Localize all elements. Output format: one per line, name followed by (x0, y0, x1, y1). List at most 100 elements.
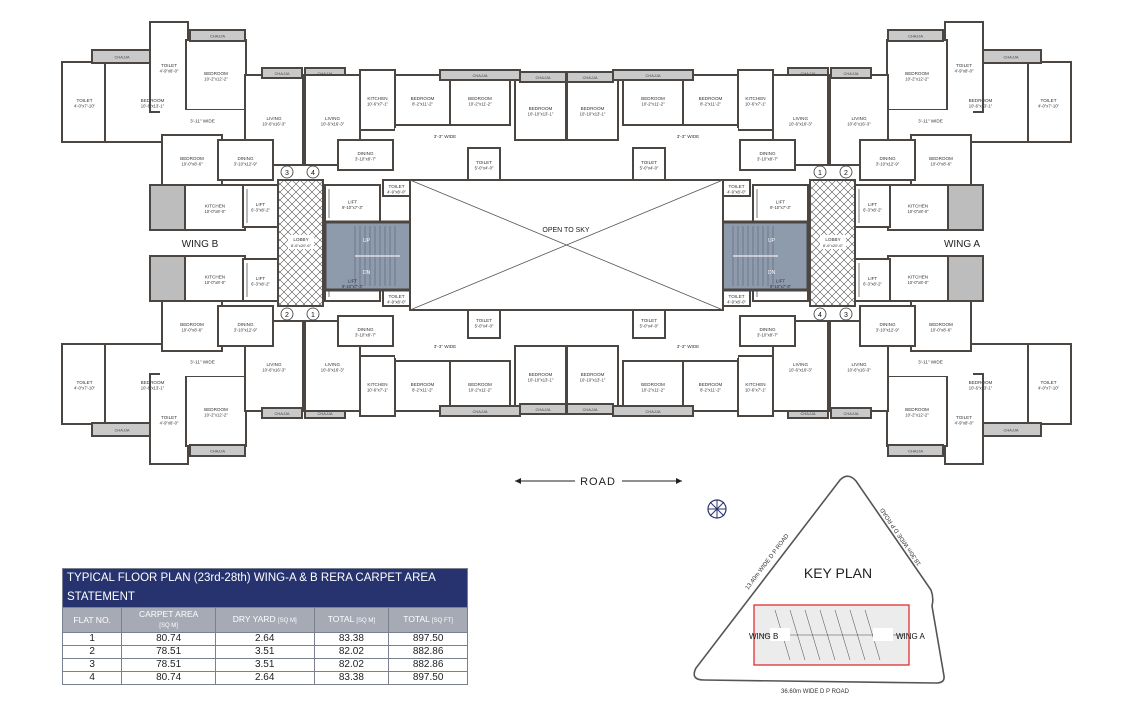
table-cell: 78.51 (121, 658, 216, 672)
chajja (261, 67, 303, 79)
flat-number: 1 (311, 312, 315, 319)
table-cell: 80.74 (121, 632, 216, 646)
room-name: BEDROOM (905, 407, 929, 412)
flat-number-marker (813, 165, 827, 179)
lobby-label-bg (820, 235, 846, 249)
room-dining-b (739, 139, 796, 171)
room-size: 8'-6"x20'-6" (291, 243, 312, 248)
flat-number: 4 (818, 312, 822, 319)
room-bedroom-4 (682, 74, 739, 126)
dry-yard (149, 184, 186, 231)
key-plan-building (753, 604, 910, 666)
room-name: LIVING (851, 362, 866, 367)
header-unit: [SQ M] (159, 623, 178, 629)
road-bottom-label: 36.60m WIDE D P ROAD (781, 689, 850, 695)
room-passage-a (888, 110, 973, 135)
room-size: 3'-10"x8'-7" (757, 333, 779, 338)
chajja-label: CHAJJA (582, 75, 597, 80)
room-bedroom-4 (394, 74, 451, 126)
chajja (189, 29, 246, 42)
room-size: 4'-9"x8'-0" (727, 190, 746, 195)
road-label: ROAD (580, 476, 616, 488)
stair-dn-label: DN (768, 270, 776, 276)
room-name: DINING (237, 156, 254, 161)
room-lift-b (752, 184, 809, 223)
room-dining-a (859, 305, 916, 347)
chajja-label: CHAJJA (1003, 55, 1018, 60)
room-size: 10'-6"x16'-3" (789, 122, 813, 127)
room-size: 4'-9"x8'-0" (955, 421, 974, 426)
key-wing-a-label: WING A (896, 632, 926, 641)
chajja-label: CHAJJA (535, 75, 550, 80)
room-size: 10'-0"x8'-6" (181, 162, 203, 167)
open-to-sky-label: OPEN TO SKY (542, 227, 590, 234)
room-kitchen-a (184, 184, 246, 231)
room-name: KITCHEN (205, 204, 225, 209)
room-size: 3'-10"x8'-7" (757, 157, 779, 162)
room-passage-a (888, 351, 973, 376)
table-cell: 2.64 (214, 632, 315, 646)
room-size: 8'-2"x11'-2" (412, 388, 433, 393)
table-cell: 882.86 (388, 645, 468, 659)
labels-layer: TOILET4'-0"x7'-10"BEDROOM10'-6"x13'-1"CH… (74, 34, 1060, 454)
header-label: FLAT NO. (73, 615, 111, 625)
stair-dn-label: DN (363, 270, 371, 276)
room-bedroom-5 (622, 360, 684, 412)
room-name: 3'-3" WIDE (677, 344, 699, 349)
room-name: BEDROOM (699, 382, 723, 387)
room-name: BEDROOM (929, 322, 953, 327)
room-size: 10'-6"x16'-3" (262, 122, 286, 127)
key-plan: KEY PLAN 13.40m WIDE D P ROAD 18.30m WID… (693, 475, 945, 695)
room-kitchen-a (184, 255, 246, 302)
table-cell: 83.38 (313, 671, 390, 685)
room-name: 3'-11" WIDE (918, 119, 943, 124)
table-cell: 3.51 (214, 658, 315, 672)
room-name: 3'-3" WIDE (434, 344, 456, 349)
table-cell: 4 (61, 671, 123, 685)
chajja-label: CHAJJA (472, 73, 487, 78)
room-size: 10'-10"x13'-1" (528, 378, 554, 383)
table-cell: 2 (61, 645, 123, 659)
room-size: 10'-2"x11'-2" (641, 102, 665, 107)
room-name: BEDROOM (411, 382, 435, 387)
room-size: 3'-10"x12'-9" (234, 328, 258, 333)
room-name: BEDROOM (581, 372, 605, 377)
room-bedroom-2 (886, 375, 948, 447)
room-name: BEDROOM (581, 106, 605, 111)
north-compass-icon (707, 499, 727, 519)
room-name: LIFT (868, 202, 878, 207)
room-size: 10'-2"x12'-2" (204, 413, 228, 418)
room-toilet-b (944, 373, 984, 465)
room-size: 10'-0"x8'-0" (204, 280, 226, 285)
room-size: 10'-0"x8'-6" (930, 162, 952, 167)
room-size: 10'-6"x7'-1" (745, 102, 767, 107)
room-size: 10'-6"x16'-3" (847, 368, 871, 373)
rera-carpet-area-table: TYPICAL FLOOR PLAN (23rd-28th) WING-A & … (61, 568, 468, 685)
table-title: TYPICAL FLOOR PLAN (23rd-28th) WING-A & … (62, 568, 468, 608)
table-cell: 1 (61, 632, 123, 646)
room-size: 4'-9"x8'-0" (160, 421, 179, 426)
room-name: TOILET (389, 294, 405, 299)
room-name: LIFT (348, 279, 358, 284)
room-size: 4'-0"x7'-10" (74, 386, 96, 391)
room-size: 3'-10"x12'-9" (876, 162, 900, 167)
room-name: BEDROOM (180, 156, 204, 161)
room-size: 4'-9"x8'-0" (160, 69, 179, 74)
room-size: 3'-10"x8'-7" (355, 157, 377, 162)
room-name: TOILET (389, 184, 405, 189)
room-passage-b (638, 338, 738, 358)
room-name: DINING (879, 322, 896, 327)
room-name: TOILET (1041, 380, 1057, 385)
table-cell: 3 (61, 658, 123, 672)
chajja (566, 403, 614, 415)
room-lift-a (242, 258, 279, 302)
header-label: DRY YARD (232, 614, 276, 624)
chajja-label: CHAJJA (582, 407, 597, 412)
room-name: BEDROOM (204, 71, 228, 76)
room-name: DINING (237, 322, 254, 327)
room-name: TOILET (641, 318, 657, 323)
room-bedroom-6 (514, 79, 567, 141)
header-label: TOTAL (327, 614, 354, 624)
